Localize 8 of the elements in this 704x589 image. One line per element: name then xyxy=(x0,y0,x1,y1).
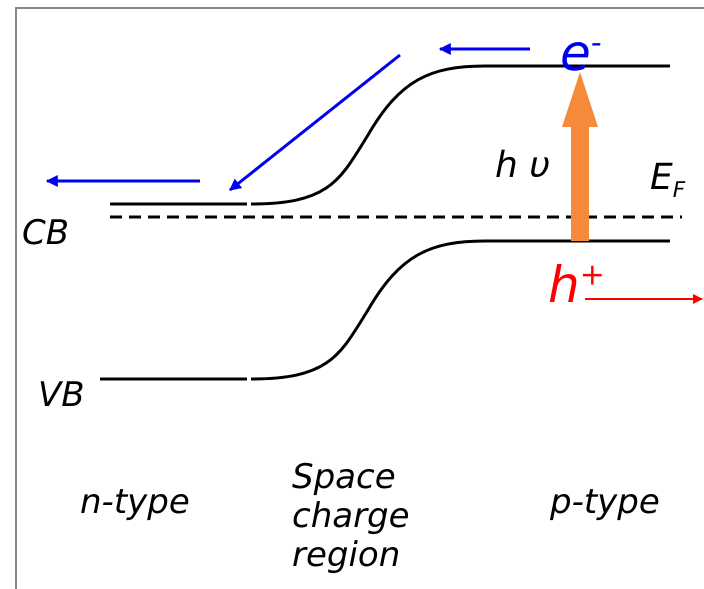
region-label: Space charge region xyxy=(292,458,411,576)
hole-label: h$^{+}$ xyxy=(548,258,605,313)
region-label: p-type xyxy=(550,484,660,522)
band-label: CB xyxy=(22,215,70,252)
photon-energy-label: h υ xyxy=(495,146,550,186)
fermi-level-label: E$_{F}$ xyxy=(650,158,686,203)
region-label: n-type xyxy=(80,484,190,522)
band-label: VB xyxy=(38,377,85,414)
